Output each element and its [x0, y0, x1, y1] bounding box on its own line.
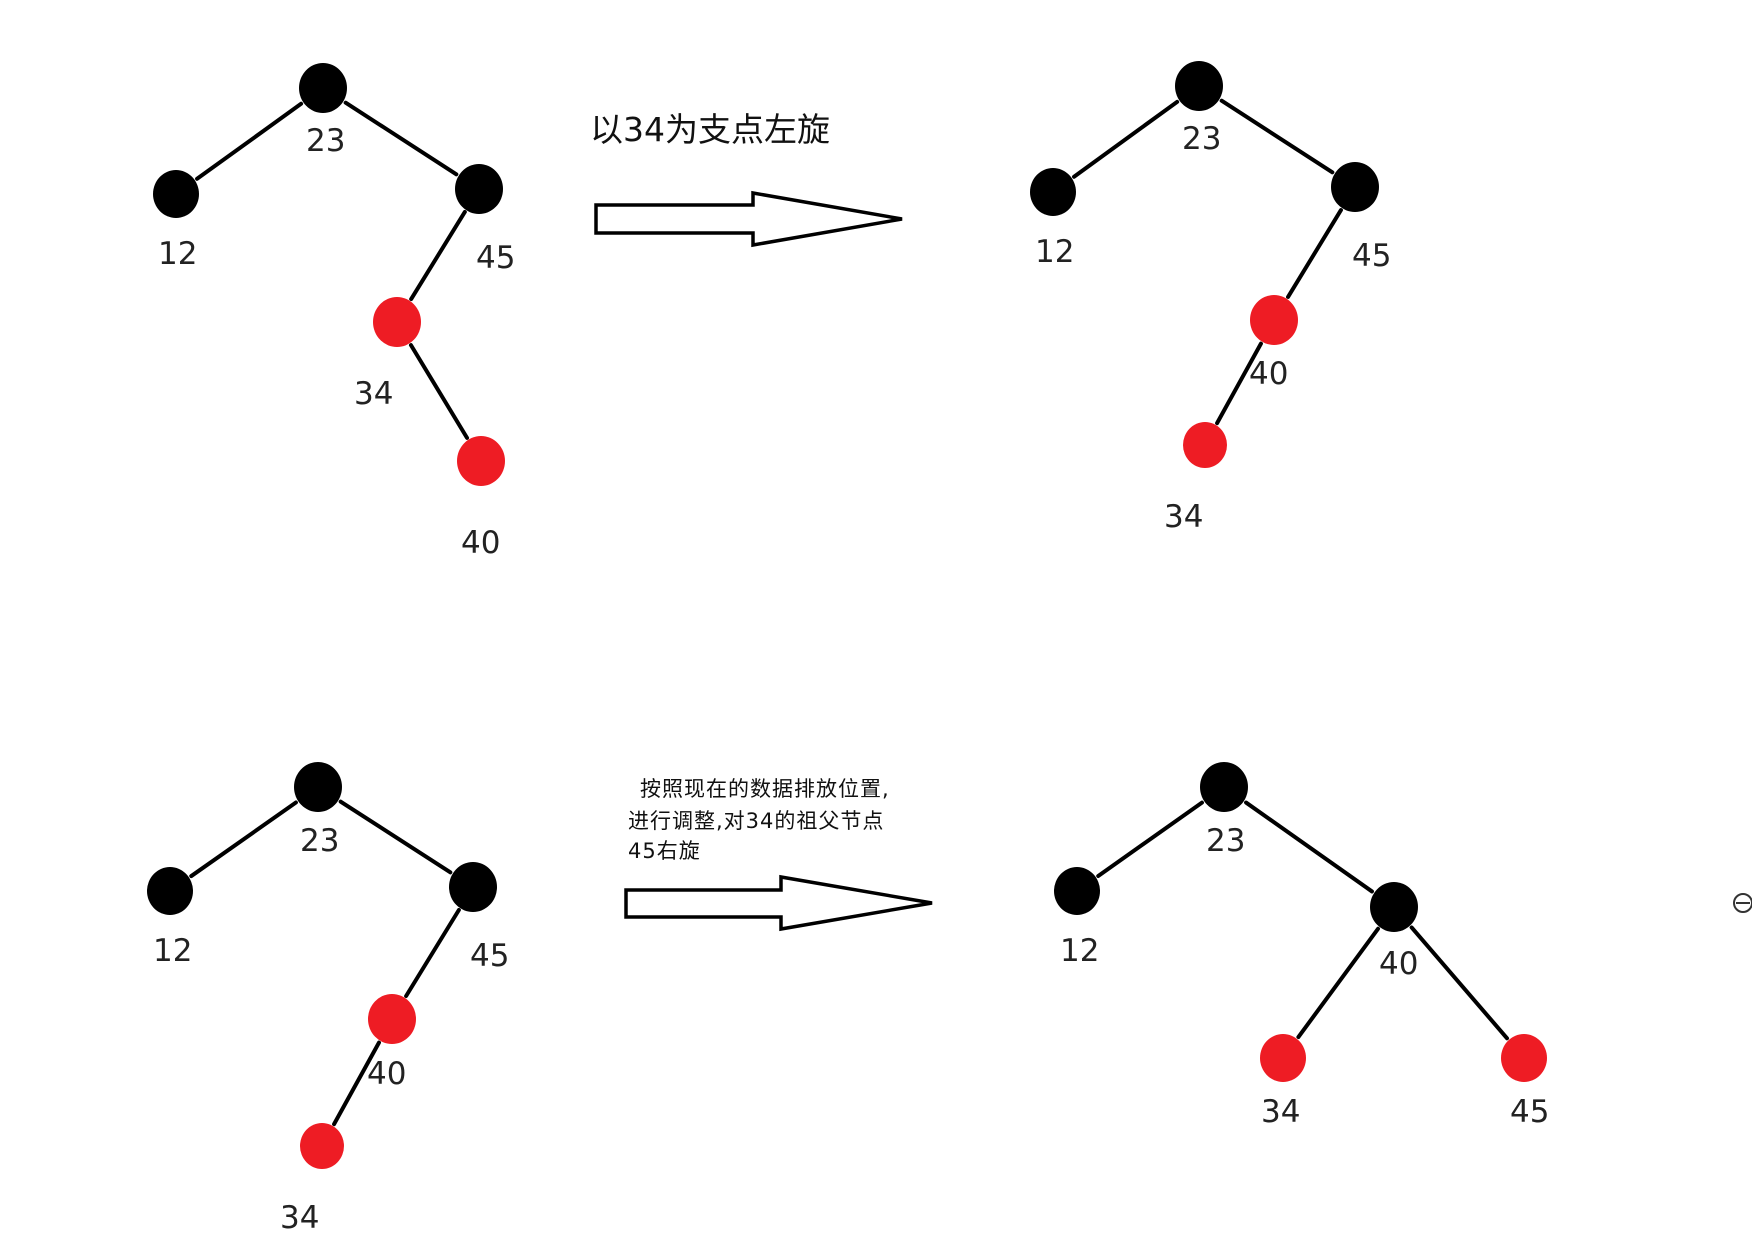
tree-node-red	[300, 1123, 344, 1169]
tree-node-label: 45	[1510, 1094, 1549, 1130]
tree-edge	[343, 100, 459, 177]
caption-left-rotation: 以34为支点左旋	[590, 110, 830, 149]
tree-node-black	[1370, 882, 1418, 932]
tree-node-label: 34	[1164, 499, 1203, 535]
tree-node-red	[1260, 1034, 1306, 1082]
tree-node-label: 12	[153, 933, 192, 969]
tree-edge	[338, 799, 453, 875]
tree-node-label: 34	[280, 1200, 319, 1233]
tree-node-label: 34	[1261, 1094, 1300, 1130]
tree-node-black	[449, 862, 497, 912]
tree-edge	[1072, 99, 1180, 179]
tree-node-black	[294, 762, 342, 812]
tree-node-black	[153, 170, 199, 218]
tree-edge	[189, 800, 298, 879]
caption-right-rotation-line1: 按照现在的数据排放位置,	[640, 777, 890, 801]
tree-edge	[1096, 800, 1204, 878]
tree-node-red	[373, 297, 421, 347]
tree-edge	[195, 101, 304, 181]
tree-node-label: 40	[461, 525, 500, 561]
tree-node-labels: 23 12 45 34 40 23 12 45 40 34 23 12 45 40 34 23 12 40 34 45	[153, 121, 1549, 1233]
tree-node-label: 34	[354, 376, 393, 412]
tree-edge	[1409, 925, 1510, 1041]
tree-edges	[189, 98, 1510, 1127]
tree-node-black	[147, 867, 193, 915]
tree-edge	[1286, 208, 1343, 299]
tree-node-label: 23	[1182, 121, 1221, 157]
tree-node-label: 40	[1379, 946, 1418, 982]
tree-node-label: 45	[476, 240, 515, 276]
arrow-right-icon	[594, 190, 903, 248]
tree-node-red	[1183, 422, 1227, 468]
caption-right-rotation-line2: 进行调整,对34的祖父节点	[628, 809, 884, 833]
tree-edge	[409, 209, 467, 302]
tree-node-black	[1175, 61, 1223, 111]
cut-off-glyph	[1733, 893, 1752, 913]
tree-edge	[1296, 926, 1381, 1040]
tree-edge	[1215, 341, 1263, 426]
tree-edge	[1219, 98, 1335, 175]
tree-edge	[404, 908, 461, 998]
tree-nodes	[147, 61, 1547, 1169]
caption-right-rotation-line3: 45右旋	[628, 839, 701, 863]
tree-node-black	[455, 164, 503, 214]
tree-node-label: 12	[1060, 933, 1099, 969]
tree-node-label: 40	[1249, 356, 1288, 392]
tree-node-label: 23	[300, 823, 339, 859]
tree-node-label: 23	[1206, 823, 1245, 859]
tree-node-black	[1200, 762, 1248, 812]
tree-edge	[332, 1040, 381, 1127]
tree-node-label: 12	[158, 236, 197, 272]
tree-node-black	[1331, 162, 1379, 212]
tree-node-label: 45	[1352, 238, 1391, 274]
tree-node-black	[1054, 867, 1100, 915]
tree-node-red	[1501, 1034, 1547, 1082]
tree-node-label: 45	[470, 938, 509, 974]
tree-edge	[408, 343, 470, 440]
tree-node-black	[1030, 168, 1076, 216]
tree-edge	[1244, 800, 1374, 894]
tree-node-red	[368, 994, 416, 1044]
tree-node-black	[299, 63, 347, 113]
arrow-right-icon	[624, 874, 933, 932]
tree-node-label: 12	[1035, 234, 1074, 270]
tree-node-red	[457, 436, 505, 486]
tree-node-red	[1250, 295, 1298, 345]
tree-node-label: 23	[306, 123, 345, 159]
tree-node-label: 40	[367, 1056, 406, 1092]
